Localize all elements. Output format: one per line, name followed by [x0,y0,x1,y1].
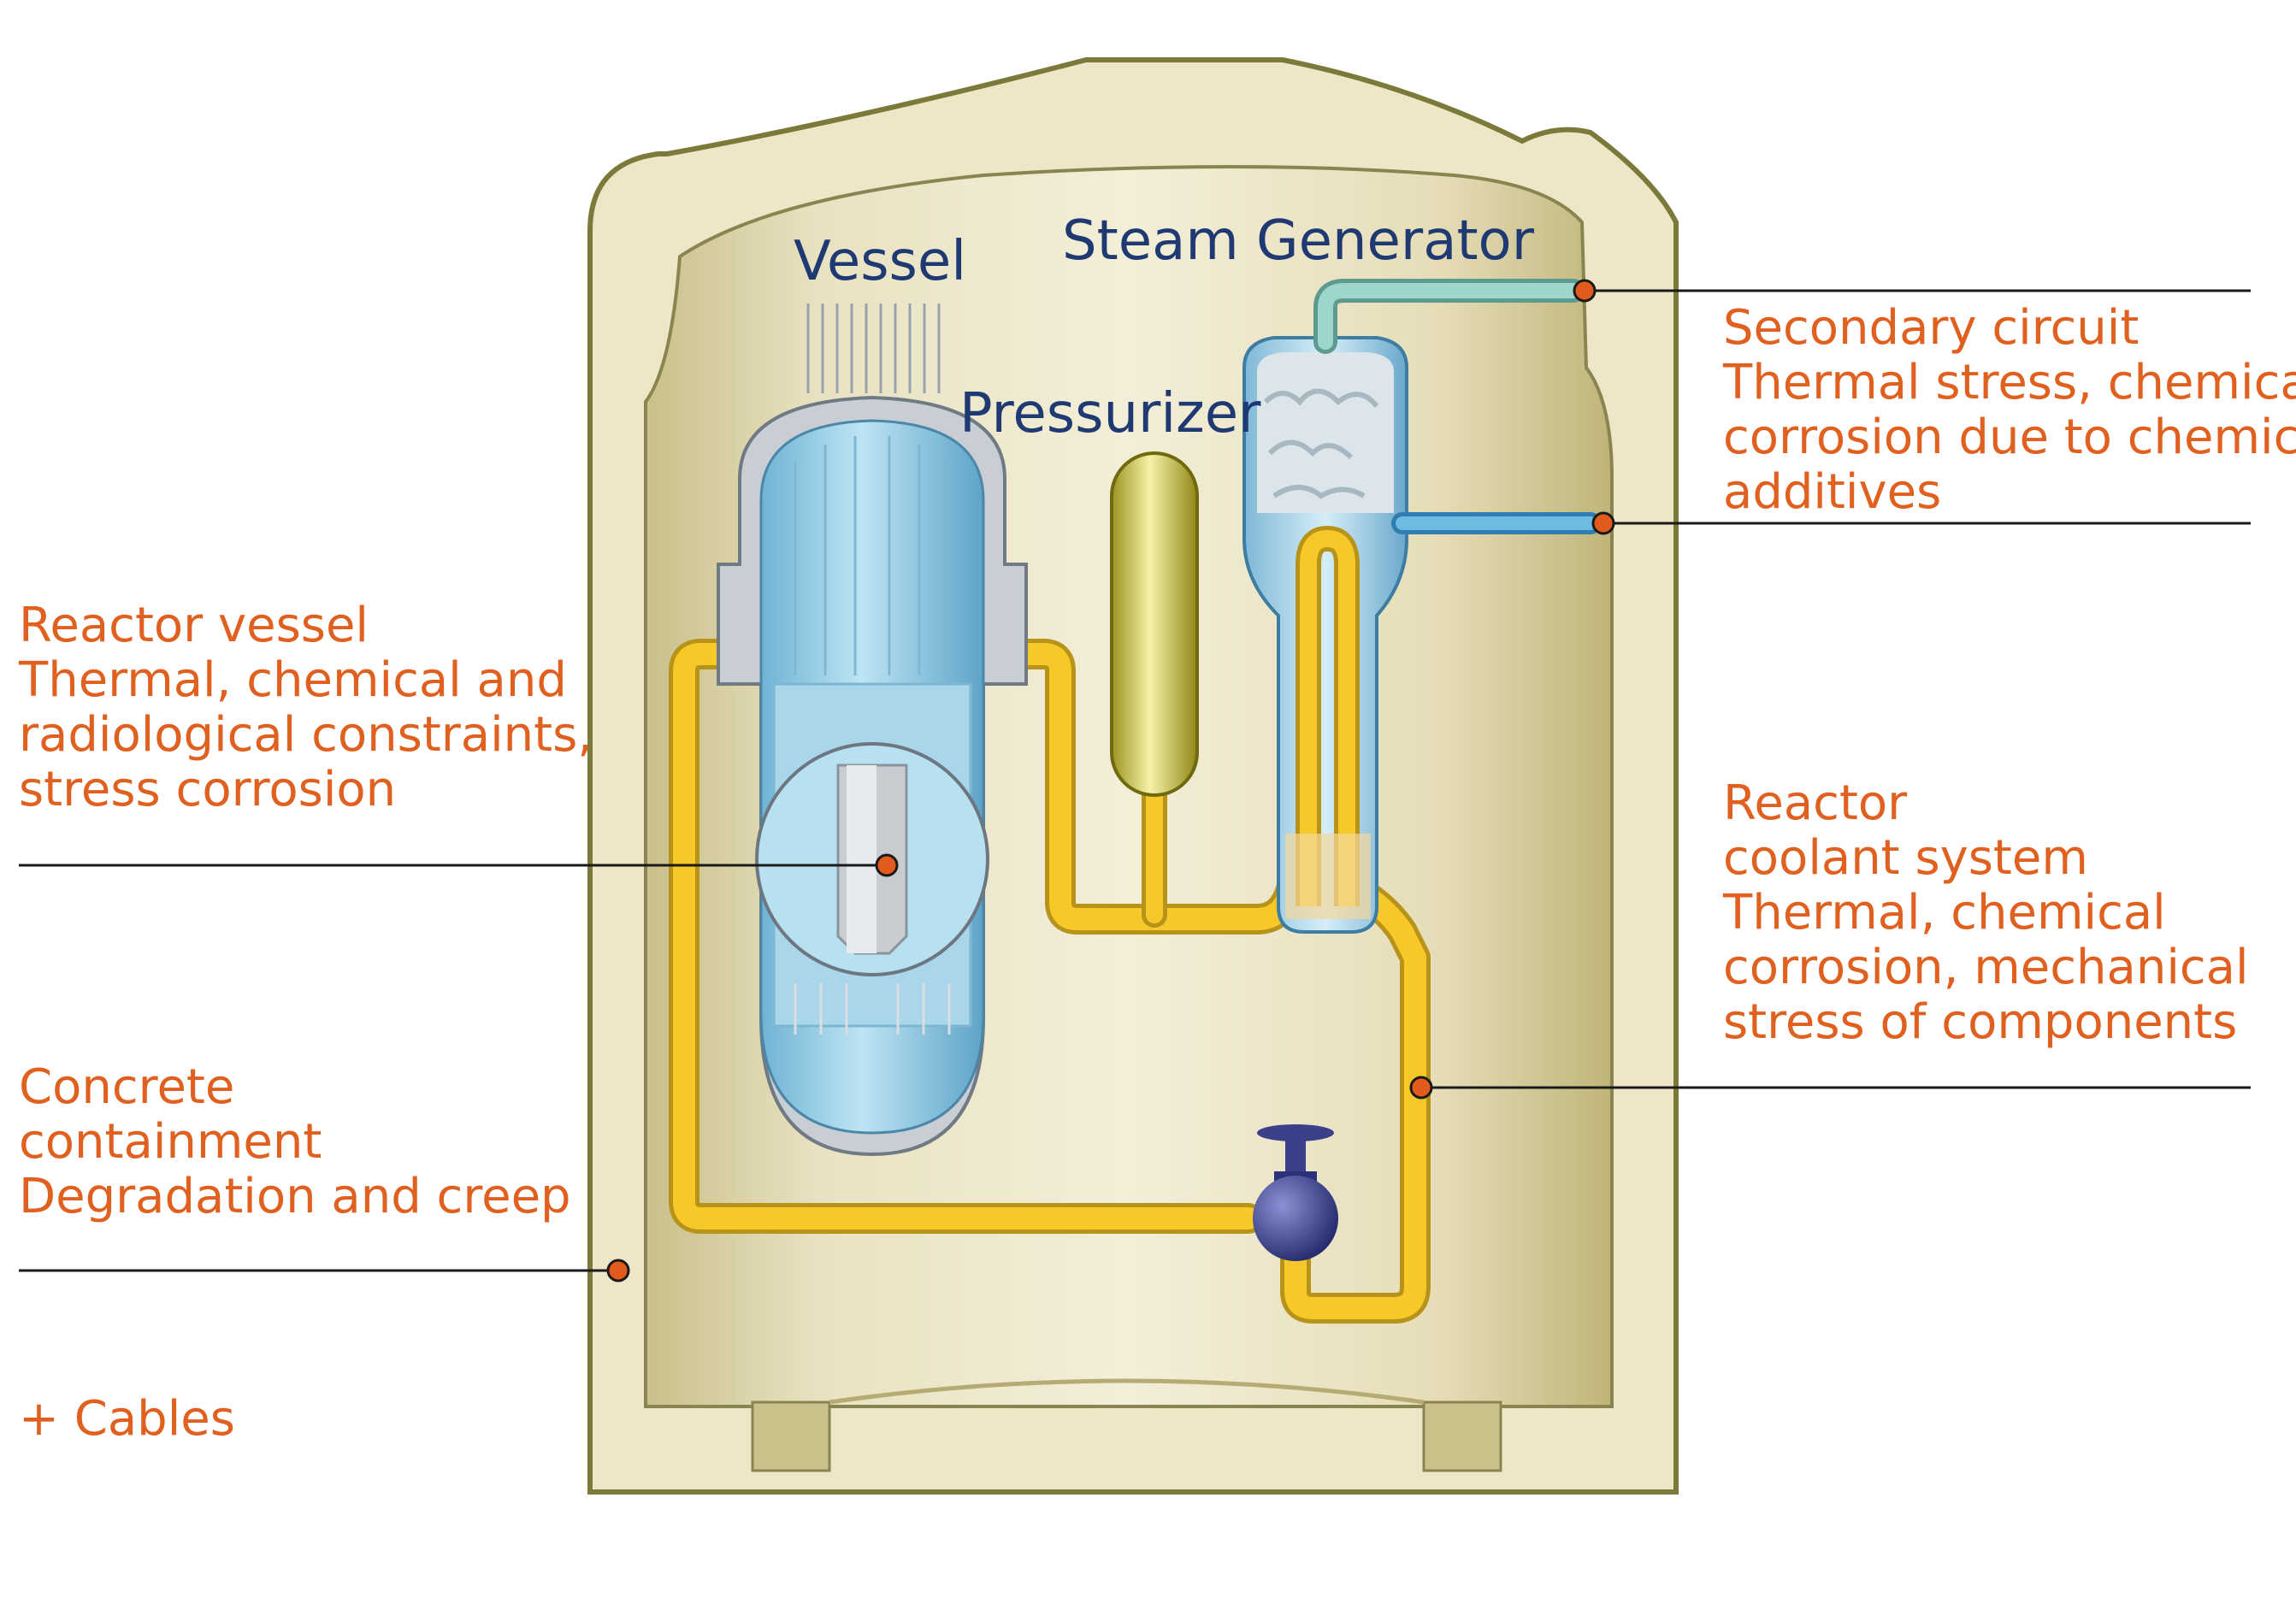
annotation-line: corrosion due to chemical [1723,410,2296,465]
annotation-title: Concrete [19,1059,235,1115]
annotation-title: Reactor vessel [19,598,369,653]
annotation-line: corrosion, mechanical [1723,940,2249,995]
annotation-title: Reactor [1723,775,1908,831]
annotation-reactor-coolant-system: Reactor coolant system Thermal, chemical… [1723,776,2249,1050]
annotation-title: coolant system [1723,830,2088,886]
leader-lines [19,289,2251,1272]
annotation-line: stress corrosion [19,762,397,817]
annotation-line: stress of components [1723,994,2238,1050]
steam-generator [1242,336,1408,934]
marker-containment [606,1259,630,1283]
steam-generator-label: Steam Generator [1062,209,1534,273]
annotation-secondary-circuit: Secondary circuit Thermal stress, chemic… [1723,301,2296,520]
pressurizer-label: Pressurizer [959,382,1261,445]
annotation-line: radiological constraints, [19,707,593,763]
marker-reactor-vessel [875,853,899,877]
annotation-title: containment [19,1114,322,1170]
annotation-line: Thermal, chemical and [19,652,567,708]
annotation-line: Thermal stress, chemical [1723,355,2296,410]
annotation-cables: + Cables [19,1392,235,1447]
annotation-title: Secondary circuit [1723,300,2140,356]
annotation-line: Degradation and creep [19,1169,571,1224]
marker-coolant-system [1409,1076,1433,1100]
marker-secondary-feed [1591,511,1615,535]
marker-dots [606,279,1615,1283]
annotation-concrete-containment: Concrete containment Degradation and cre… [19,1060,571,1224]
reactor-coolant-pump [1253,1124,1338,1261]
annotation-line: additives [1723,464,1942,520]
annotation-title: + Cables [19,1391,235,1447]
annotation-line: Thermal, chemical [1723,885,2166,941]
annotation-reactor-vessel: Reactor vessel Thermal, chemical and rad… [19,599,593,817]
reactor-vessel [717,304,1028,1157]
secondary-circuit-pipes [1313,279,1602,534]
pressurizer [1110,451,1199,797]
vessel-label: Vessel [794,230,967,293]
marker-secondary-steam [1573,279,1597,303]
reactor-coolant-pipes [669,639,1431,1324]
